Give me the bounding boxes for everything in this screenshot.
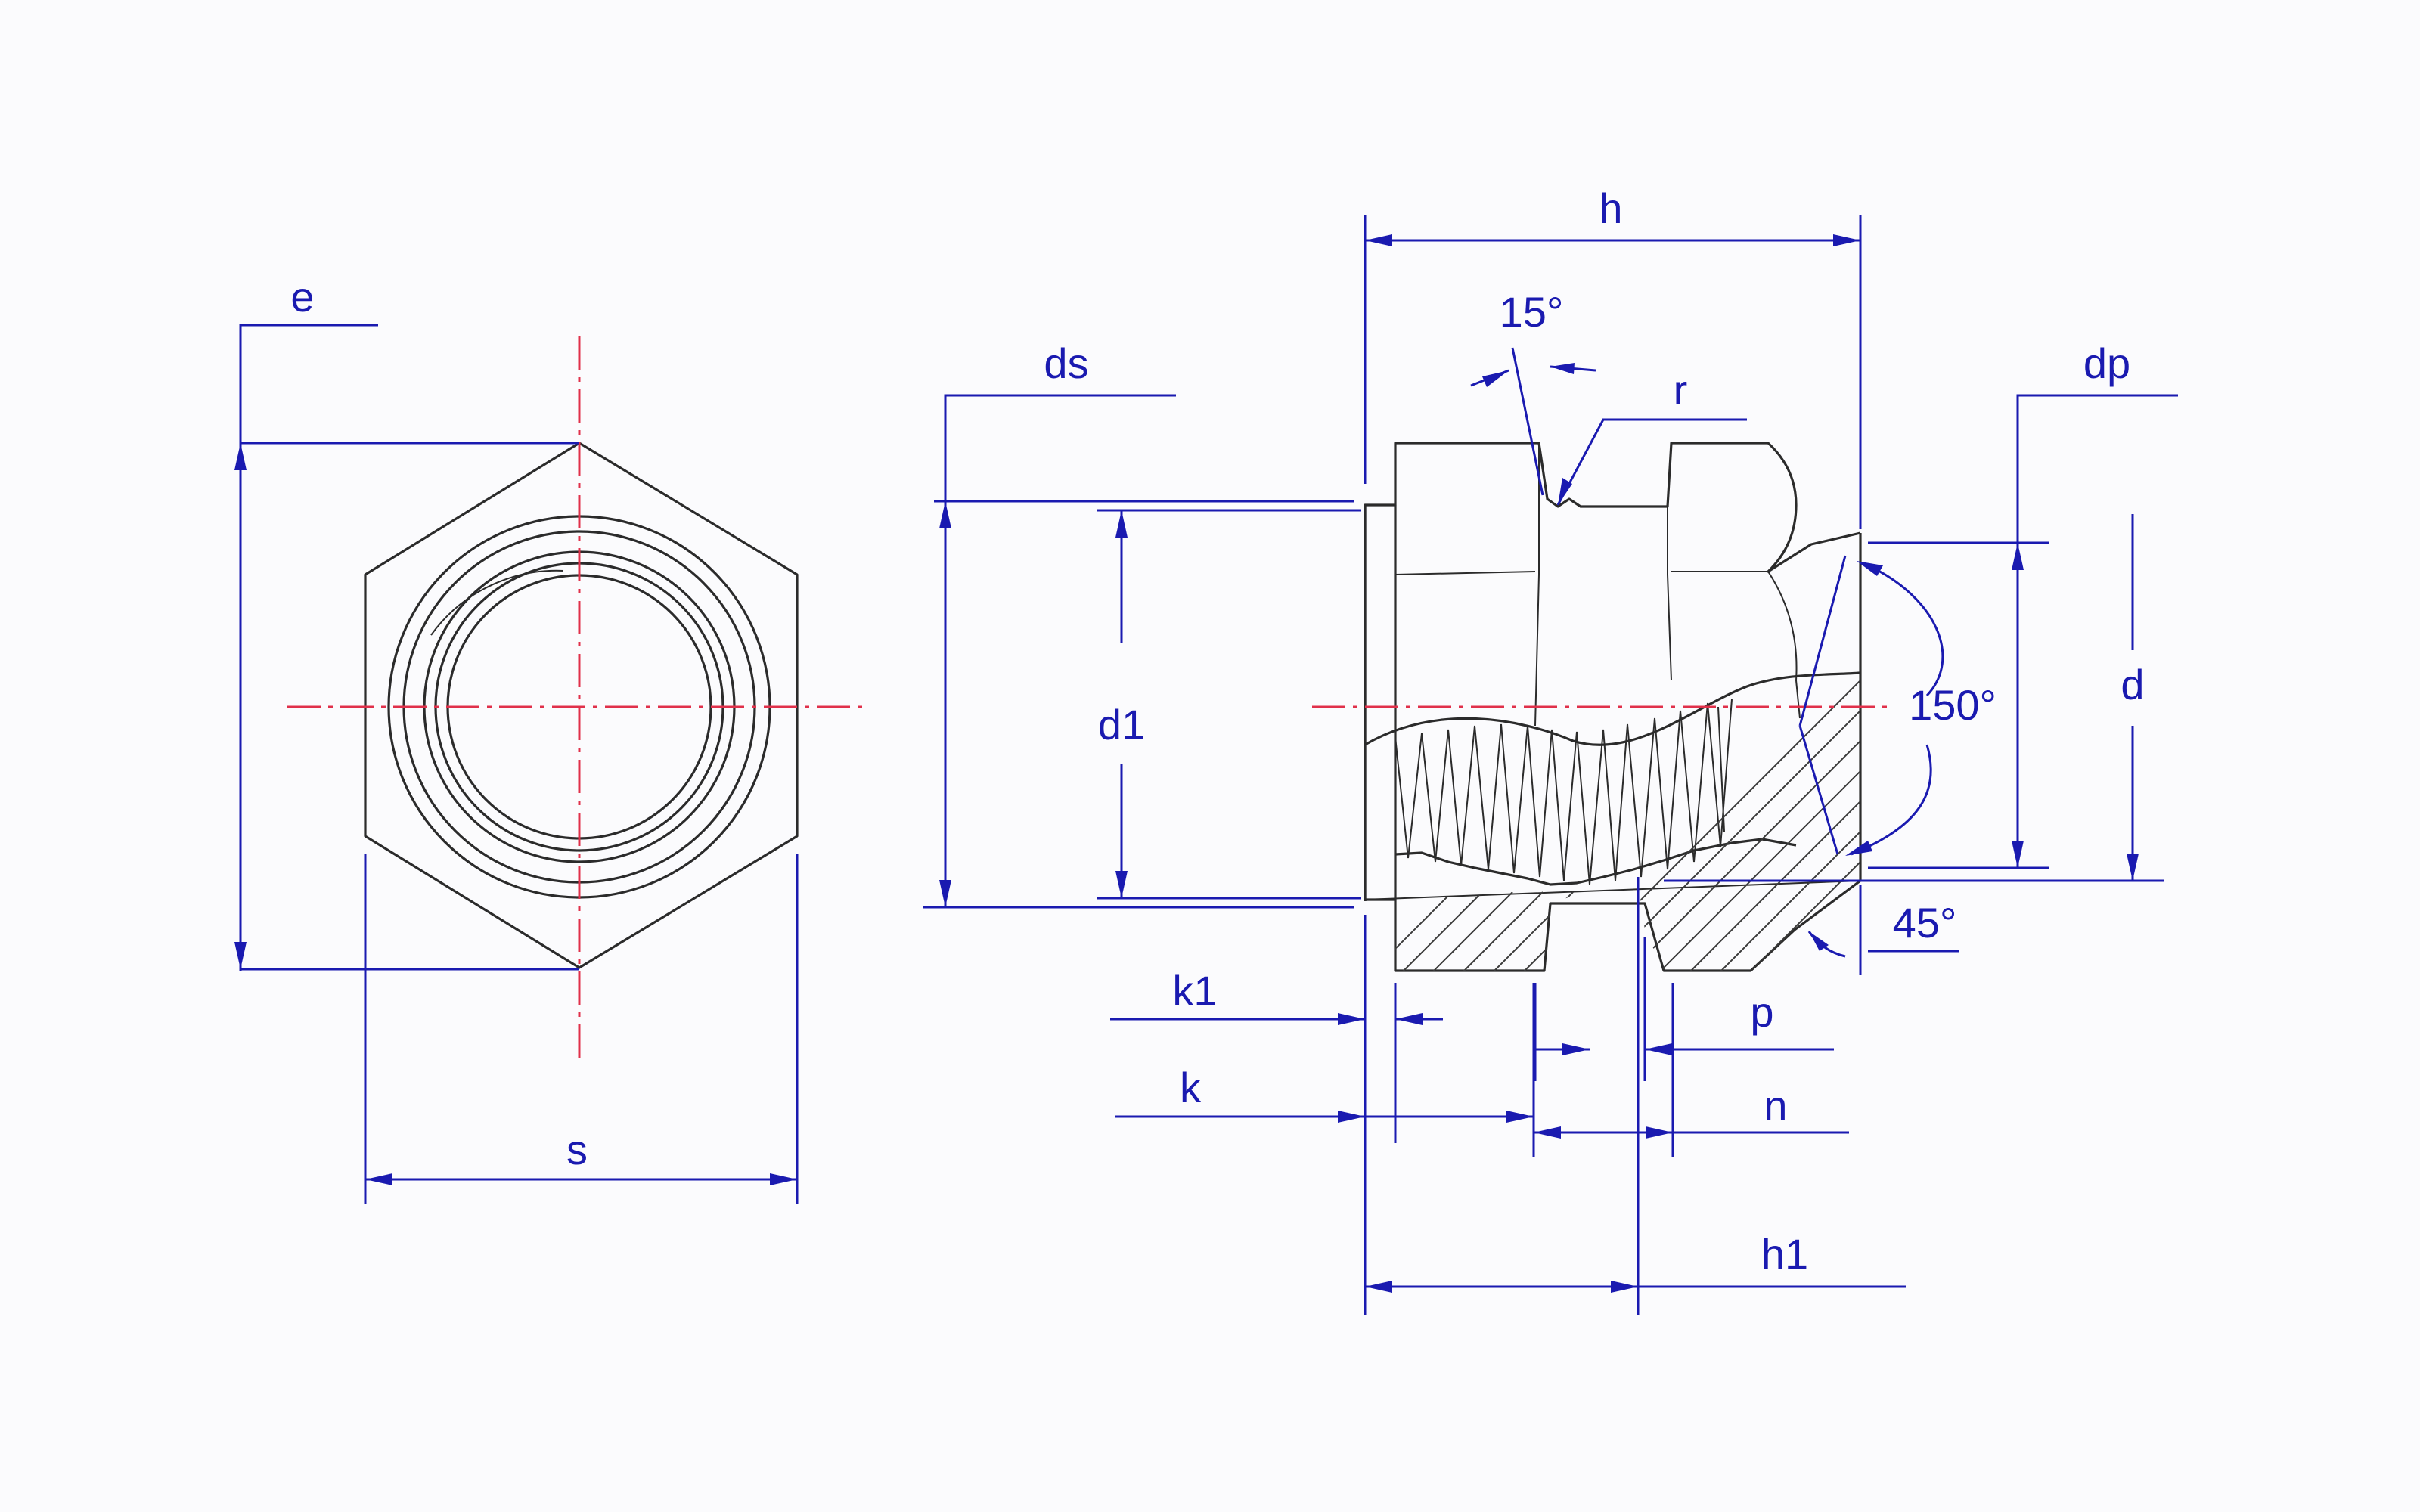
thread-teeth xyxy=(1395,699,1733,885)
groove-right-flank xyxy=(1667,507,1672,681)
label-p: p xyxy=(1750,988,1773,1036)
dimension-e: e xyxy=(234,273,579,971)
label-h1: h1 xyxy=(1761,1230,1808,1278)
section-break-line xyxy=(1364,671,1861,746)
dimension-p: p xyxy=(1534,937,1834,1081)
dimension-n: n xyxy=(1534,983,1849,1157)
dimension-s: s xyxy=(364,854,799,1204)
dimension-k: k xyxy=(1115,983,1535,1157)
dimension-15-degree: 15° xyxy=(1470,288,1596,496)
label-k1: k1 xyxy=(1172,967,1217,1015)
label-e: e xyxy=(290,273,314,321)
label-s: s xyxy=(566,1126,588,1173)
dimension-k1: k1 xyxy=(1110,915,1443,1315)
label-n: n xyxy=(1764,1082,1787,1129)
label-r: r xyxy=(1674,366,1688,414)
hexagon-outline xyxy=(364,442,799,969)
dimension-h1: h1 xyxy=(1365,877,1906,1315)
dimension-dp: dp xyxy=(1868,339,2178,869)
thread-start-arc xyxy=(430,569,564,636)
hatch-left xyxy=(1395,891,1607,971)
label-15-degree: 15° xyxy=(1500,288,1564,336)
dimension-45-degree: 45° xyxy=(1807,885,1959,975)
hex-chamfer-curve xyxy=(1767,571,1801,719)
thread-root-line xyxy=(1395,838,1797,886)
bore-bottom-line xyxy=(1364,880,1861,900)
side-upper-outline xyxy=(1364,442,1861,901)
dimension-ds: ds xyxy=(923,339,1354,909)
label-d: d xyxy=(2121,661,2144,708)
hex-front-view xyxy=(287,336,862,1058)
side-lower-outline xyxy=(1364,533,1862,972)
dimension-150-degree: 150° xyxy=(1798,555,1996,856)
dimension-d: d xyxy=(1664,514,2164,882)
label-k: k xyxy=(1180,1064,1202,1111)
label-150-degree: 150° xyxy=(1909,681,1996,729)
label-ds: ds xyxy=(1044,339,1088,387)
dimension-r: r xyxy=(1556,366,1747,506)
label-h: h xyxy=(1599,184,1622,232)
flange-face-line xyxy=(1395,571,1536,575)
dimension-d1: d1 xyxy=(1097,509,1361,900)
label-dp: dp xyxy=(2083,339,2130,387)
groove-left-flank xyxy=(1534,443,1540,727)
dimension-h: h xyxy=(1364,184,1862,529)
label-45-degree: 45° xyxy=(1893,899,1957,947)
label-d1: d1 xyxy=(1098,701,1145,748)
thread-dark-crest xyxy=(1717,706,1725,832)
